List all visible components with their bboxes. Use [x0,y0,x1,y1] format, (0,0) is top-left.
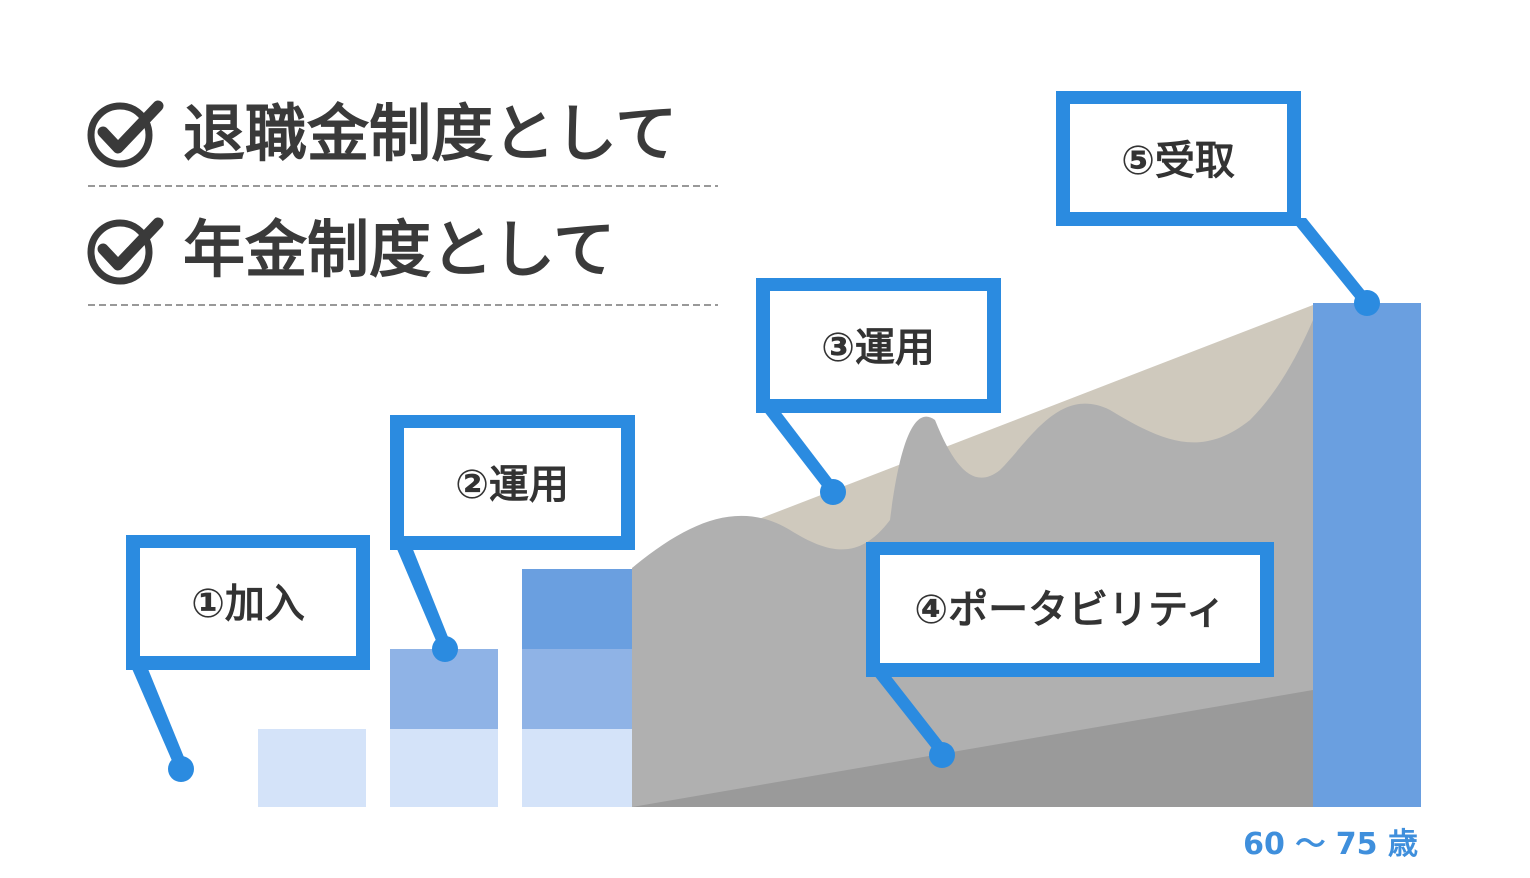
age-label: 60 ～ 75 歳 [1243,827,1418,862]
callout-uketori: ⑤受取 [1056,91,1380,316]
marker-dot [168,756,194,782]
checklist-item-label: 年金制度として [183,213,615,286]
marker-dot [432,636,458,662]
bar-segment [258,729,366,807]
marker-dot [1354,290,1380,316]
bar-segment [390,729,498,807]
area-dark [632,690,1313,807]
bar-segment [522,729,632,807]
callout-portability: ④ポータビリティ [866,542,1274,768]
callout-label: ⑤受取 [1121,138,1235,184]
final-bar [1313,303,1421,807]
callout-kanyu: ①加入 [126,535,370,782]
bar-segment [522,569,632,649]
check-icon [87,217,164,285]
step-bars [258,569,632,807]
callout-label: ③運用 [821,325,935,371]
checklist-item-label: 退職金制度として [183,97,677,170]
marker-dot [820,479,846,505]
callout-label: ①加入 [191,581,305,627]
marker-dot [929,742,955,768]
bar-segment [390,649,498,729]
callout-label: ②運用 [455,462,569,508]
callout-unyo-1: ②運用 [390,415,635,662]
bar-segment [522,649,632,729]
callout-label: ④ポータビリティ [914,587,1225,633]
callout-unyo-2: ③運用 [756,278,1001,505]
check-icon [87,100,164,168]
checklist: 退職金制度として 年金制度として [87,97,718,306]
